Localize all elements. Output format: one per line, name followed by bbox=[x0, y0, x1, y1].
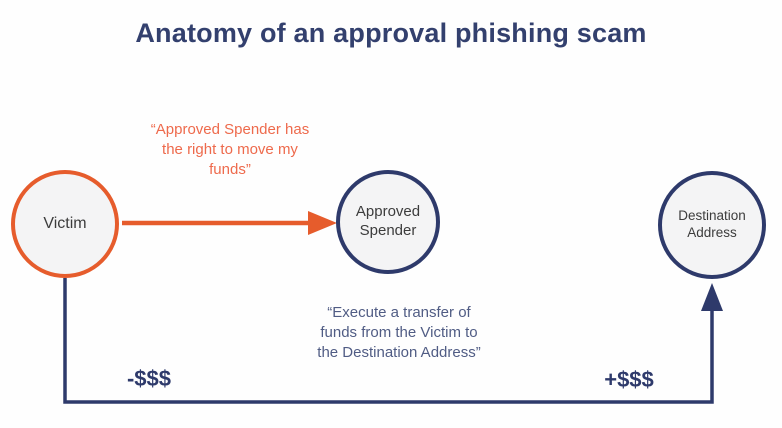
approval-arrowhead-icon bbox=[308, 211, 337, 235]
transfer-arrowhead-icon bbox=[701, 283, 723, 311]
transfer-quote: “Execute a transfer of funds from the Vi… bbox=[317, 304, 481, 361]
credit-amount-label: +$$$ bbox=[604, 367, 654, 392]
approved-spender-node: Approved Spender bbox=[336, 170, 440, 274]
diagram-title: Anatomy of an approval phishing scam bbox=[135, 18, 647, 48]
debit-amount-label: -$$$ bbox=[126, 366, 172, 391]
victim-node: Victim bbox=[11, 170, 119, 278]
destination-address-node: Destination Address bbox=[658, 171, 766, 279]
transfer-path bbox=[63, 278, 714, 404]
approval-quote: “Approved Spender has the right to move … bbox=[150, 121, 310, 178]
